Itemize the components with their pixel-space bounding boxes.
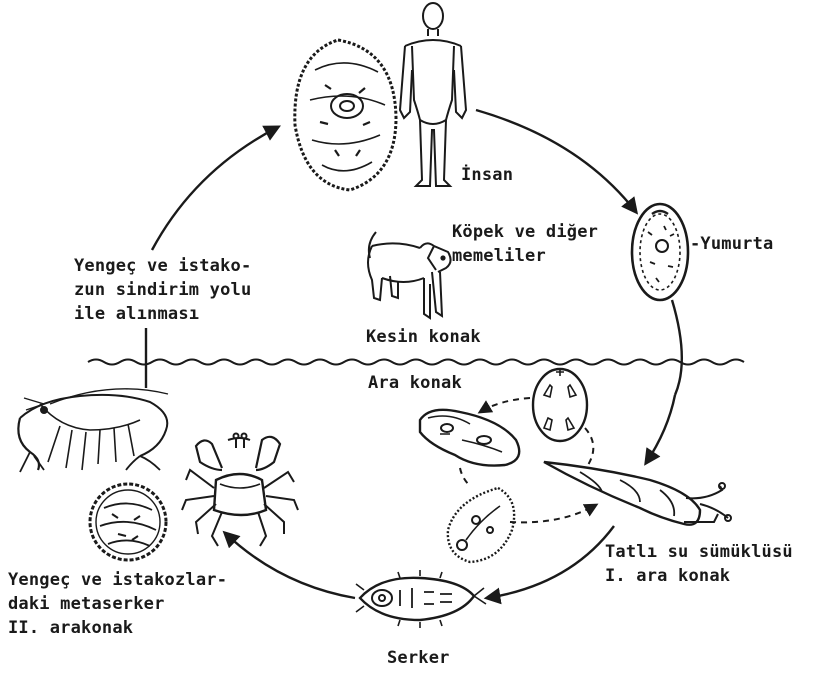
cercaria-icon [356, 570, 486, 628]
arrow-to-snail [646, 395, 675, 463]
label-ara-konak: Ara konak [368, 371, 462, 395]
label-yumurta: -Yumurta [690, 232, 773, 256]
label-kopek-ve-diger-memeliler: Köpek ve diğer memeliler [452, 220, 598, 268]
water-surface-line [88, 360, 744, 365]
label-metaserker: Yengeç ve istakozlar- daki metaserker II… [8, 568, 227, 640]
label-serker: Serker [387, 646, 450, 670]
sporocyst-icon [533, 368, 587, 441]
label-kesin-konak: Kesin konak [366, 325, 481, 349]
arrow-human-to-egg [476, 110, 636, 212]
label-tatli-su-sumuklusu: Tatlı su sümüklüsü I. ara konak [605, 540, 793, 588]
arrow-egg-down [672, 300, 682, 395]
miracidium-icon [448, 488, 514, 562]
arrow-cercaria-to-crab [225, 533, 355, 598]
arrow-snail-to-cercaria [487, 526, 614, 598]
human-figure-icon [400, 3, 466, 186]
dog-icon [368, 232, 451, 318]
crab-icon [182, 434, 298, 547]
label-insan: İnsan [461, 163, 513, 187]
label-yengec-sindirim-yolu: Yengeç ve istako- zun sindirim yolu ile … [74, 254, 251, 326]
cycle-arrows [146, 110, 682, 598]
egg-icon [632, 204, 688, 300]
arrow-to-fluke [152, 127, 278, 250]
snail-icon [544, 462, 731, 525]
adult-fluke-icon [295, 40, 396, 190]
metacercaria-icon [90, 484, 166, 560]
redia-icon [420, 410, 519, 466]
crayfish-icon [18, 389, 168, 472]
